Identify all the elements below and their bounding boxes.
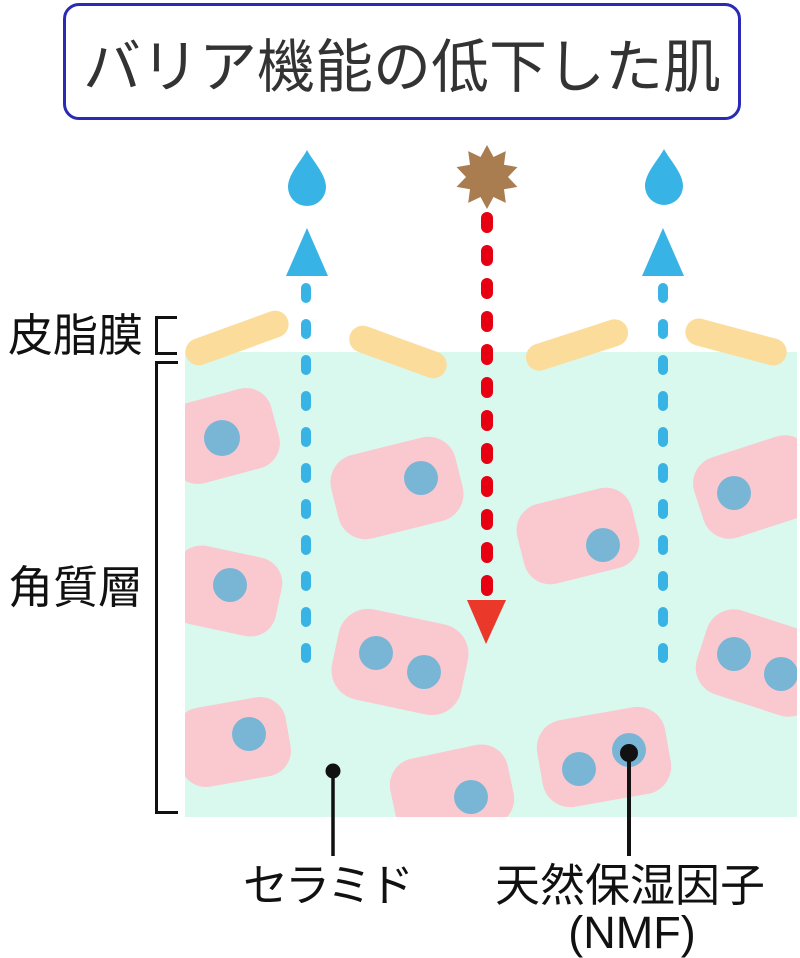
- nmf-granule: [407, 655, 441, 689]
- corneocyte-cell: [185, 697, 291, 787]
- ceramide-callout: [325, 763, 341, 856]
- up-arrowhead-right-icon: [642, 228, 684, 276]
- up-arrowhead-left-icon: [286, 228, 328, 276]
- water-drop-icon: [287, 150, 326, 207]
- title-box: バリア機能の低下した肌: [63, 3, 741, 120]
- sebum-film-bar: [685, 318, 787, 366]
- moisture-escape-arrow-right: [642, 149, 684, 685]
- nmf-granule: [562, 752, 596, 786]
- page-title: バリア機能の低下した肌: [82, 34, 721, 100]
- sebum-film-bar: [525, 319, 629, 371]
- sebum-film-bar: [349, 325, 447, 379]
- moisture-escape-arrow-left: [286, 150, 328, 685]
- corneocyte-cell: [536, 706, 672, 808]
- corneocyte-cell: [389, 744, 515, 817]
- cell-body: [330, 436, 464, 540]
- down-arrowhead-icon: [467, 600, 506, 644]
- sebum-film-label: 皮脂膜: [7, 310, 143, 361]
- nmf-sub-label: (NMF): [568, 907, 696, 958]
- nmf-granule: [232, 717, 266, 751]
- corneocyte-cell: [693, 435, 797, 539]
- ceramide-callout-dot: [325, 763, 341, 779]
- sebum-film-bar: [185, 310, 289, 366]
- corneocyte-cell: [516, 487, 640, 585]
- nmf-granule: [213, 568, 247, 602]
- nmf-callout: [620, 744, 638, 856]
- nmf-granule: [586, 528, 620, 562]
- stratum-corneum-label: 角質層: [7, 562, 143, 613]
- cell-body: [331, 608, 469, 716]
- ceramide-label: セラミド: [242, 860, 414, 911]
- nmf-granule: [359, 636, 393, 670]
- cell-body: [693, 435, 797, 539]
- sebum-film: [185, 310, 787, 379]
- cell-body: [695, 609, 797, 717]
- corneocyte-cells: [185, 388, 797, 817]
- stratum-corneum-bracket: [155, 361, 178, 814]
- nmf-granule: [717, 637, 751, 671]
- nmf-granule: [404, 461, 438, 495]
- corneocyte-cell: [695, 609, 797, 717]
- nmf-granule: [764, 657, 797, 691]
- nmf-callout-dot: [620, 744, 638, 762]
- sebum-film-bracket: [155, 316, 177, 355]
- nmf-granule: [454, 780, 488, 814]
- nmf-granule: [204, 420, 240, 456]
- nmf-label: 天然保湿因子: [494, 860, 765, 911]
- irritant-entry-arrow: [456, 145, 518, 644]
- corneocyte-cell: [330, 436, 464, 540]
- corneocyte-cell: [185, 545, 283, 637]
- cell-body: [389, 744, 515, 817]
- corneocyte-cell: [331, 608, 469, 716]
- corneocyte-cell: [185, 388, 280, 484]
- irritant-burst-icon: [456, 145, 518, 209]
- water-drop-icon: [645, 149, 683, 205]
- cell-body: [185, 697, 291, 787]
- nmf-granule: [717, 476, 751, 510]
